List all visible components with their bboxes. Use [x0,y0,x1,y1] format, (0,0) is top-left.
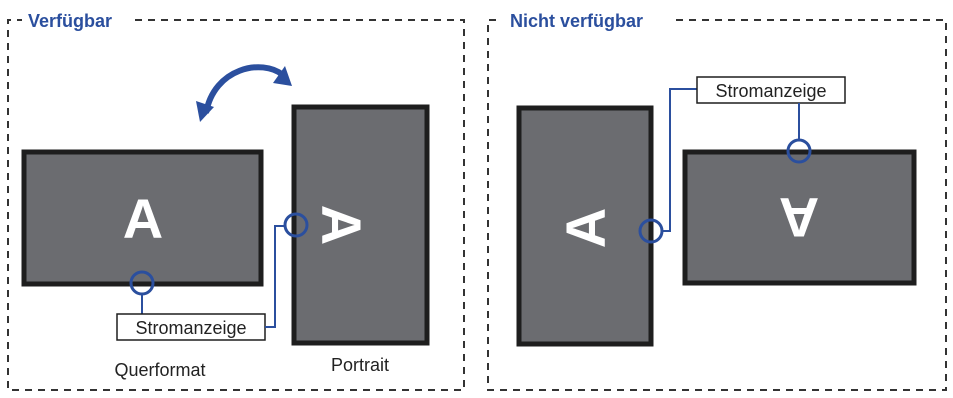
not-available-dashed-border [487,19,947,391]
portrait-leader-line [265,225,285,328]
available-dashed-border [7,19,465,391]
landscape-caption: Querformat [114,360,205,380]
available-title: Verfügbar [28,11,112,31]
not-available-panel: Nicht verfügbar A Stromanzeige A [487,11,947,391]
landscape-screen [21,149,264,287]
available-power-label: Stromanzeige [135,318,246,338]
landscape-monitor: A [21,149,264,318]
portrait-caption: Portrait [331,355,389,375]
portrait-power-indicator [283,212,309,238]
landscape-screen-letter: A [123,187,163,250]
not-available-title: Nicht verfügbar [510,11,643,31]
available-panel: Verfügbar A Stromanzeige A Querformat Po… [7,11,465,391]
not-available-power-label-box [696,76,846,104]
not-available-portrait-screen [516,105,654,347]
not-available-landscape-monitor: A [682,138,917,286]
not-available-landscape-letter: A [779,186,819,249]
portrait-monitor: A [283,104,430,346]
portrait-screen [291,104,430,346]
rotation-arrowhead-right [273,66,292,86]
not-available-portrait-letter: A [554,208,617,248]
portrait-screen-letter: A [310,205,373,245]
not-available-power-label: Stromanzeige [715,81,826,101]
not-available-landscape-screen [682,149,917,286]
rotation-arrow [203,64,285,114]
rotation-arrowhead-left [196,101,214,122]
not-available-portrait-leader [662,88,697,232]
not-available-landscape-power-indicator [786,138,812,164]
not-available-portrait-monitor: A [516,105,664,347]
